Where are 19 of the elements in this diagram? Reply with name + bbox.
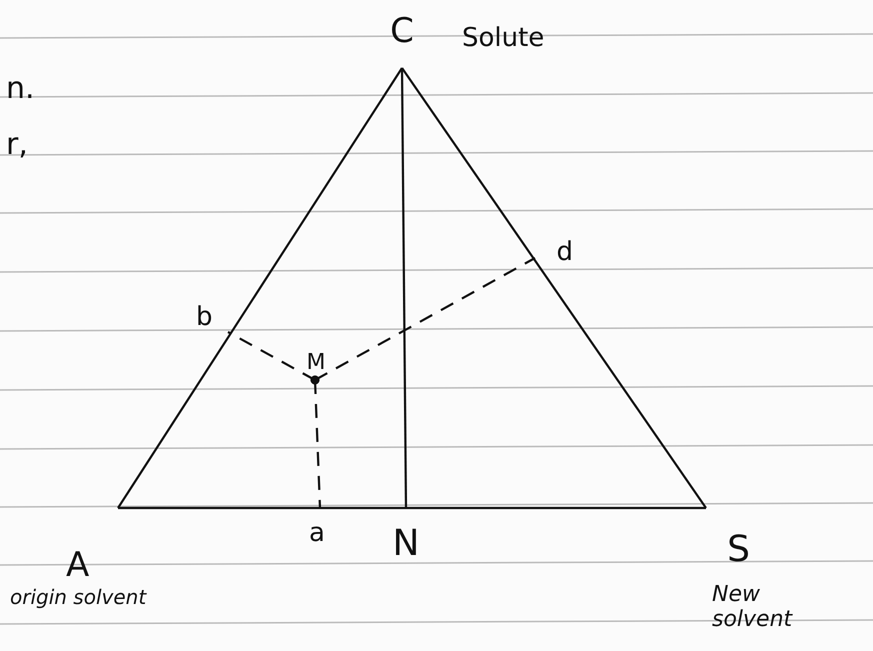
- line: [117, 67, 403, 509]
- point-label: S: [706, 508, 750, 568]
- text-fragment: n.: [6, 74, 35, 104]
- point-label: A: [66, 508, 118, 582]
- vertex-caption: Solute: [462, 24, 546, 54]
- dashed-line: [227, 331, 320, 384]
- line: [400, 68, 408, 508]
- text-fragment: r,: [6, 130, 28, 160]
- dashed-line: [310, 257, 536, 384]
- point-label: d: [535, 232, 573, 272]
- point-label: a: [300, 508, 334, 546]
- line: [401, 67, 707, 509]
- point-label: b: [196, 304, 228, 332]
- point-label: N: [384, 508, 428, 562]
- line: [118, 506, 706, 510]
- vertex-caption: origin solvent: [10, 586, 148, 609]
- point-label: C: [386, 14, 418, 68]
- vertex-caption: New solvent: [712, 582, 794, 633]
- point-label: M: [298, 352, 334, 380]
